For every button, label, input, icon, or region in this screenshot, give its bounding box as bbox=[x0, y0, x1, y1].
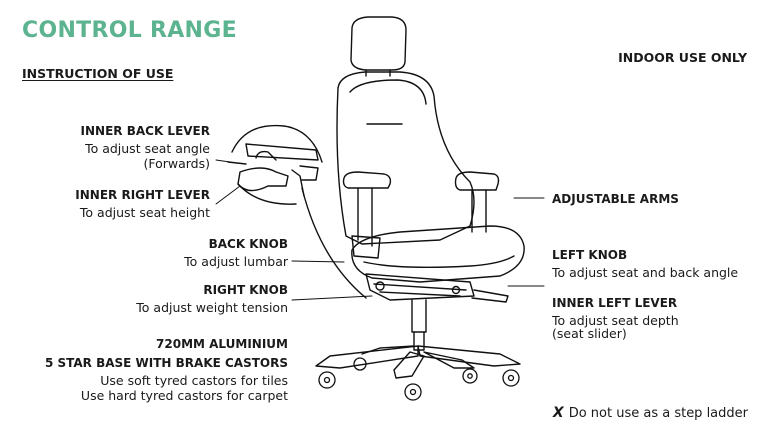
callout-desc: (seat slider) bbox=[552, 326, 627, 341]
indoor-use-notice: INDOOR USE ONLY bbox=[618, 50, 747, 65]
callout-label: INNER BACK LEVER bbox=[80, 124, 210, 138]
callout-desc: To adjust weight tension bbox=[136, 300, 288, 315]
callout-inner-back-lever: INNER BACK LEVER To adjust seat angle (F… bbox=[81, 124, 210, 171]
callout-label: ADJUSTABLE ARMS bbox=[552, 192, 679, 206]
callout-star-base: 720MM ALUMINIUM 5 STAR BASE WITH BRAKE C… bbox=[45, 337, 288, 403]
right-armrest bbox=[342, 171, 392, 259]
callout-inner-right-lever: INNER RIGHT LEVER To adjust seat height bbox=[75, 188, 210, 220]
warning-text: Do not use as a step ladder bbox=[568, 406, 748, 421]
callout-desc: (Forwards) bbox=[143, 156, 210, 171]
callout-label: 720MM ALUMINIUM bbox=[156, 337, 288, 351]
callout-back-knob: BACK KNOB To adjust lumbar bbox=[184, 237, 288, 269]
callout-left-knob: LEFT KNOB To adjust seat and back angle bbox=[552, 248, 738, 280]
callout-desc: To adjust lumbar bbox=[184, 254, 288, 269]
page-subtitle: INSTRUCTION OF USE bbox=[22, 66, 174, 81]
callout-label: INNER LEFT LEVER bbox=[552, 296, 678, 310]
callout-desc: To adjust seat height bbox=[79, 205, 210, 220]
step-ladder-warning: X Do not use as a step ladder bbox=[553, 405, 748, 421]
callout-inner-left-lever: INNER LEFT LEVER To adjust seat depth (s… bbox=[552, 296, 679, 340]
seat-mechanism bbox=[365, 273, 509, 303]
headrest bbox=[350, 16, 407, 77]
star-base bbox=[315, 345, 521, 379]
left-armrest bbox=[454, 171, 500, 233]
callout-label: INNER RIGHT LEVER bbox=[75, 188, 210, 202]
callout-right-knob: RIGHT KNOB To adjust weight tension bbox=[136, 283, 288, 315]
gas-lift bbox=[411, 299, 427, 351]
callout-desc: To adjust seat angle bbox=[85, 141, 210, 156]
callout-label: LEFT KNOB bbox=[552, 248, 628, 262]
callout-desc: Use hard tyred castors for carpet bbox=[80, 388, 288, 403]
page-title: CONTROL RANGE bbox=[22, 18, 237, 43]
castors bbox=[318, 357, 520, 401]
callout-desc: To adjust seat and back angle bbox=[552, 265, 739, 280]
callout-label: BACK KNOB bbox=[208, 237, 288, 251]
cross-icon: X bbox=[552, 405, 564, 421]
callout-adjustable-arms: ADJUSTABLE ARMS bbox=[552, 192, 679, 209]
callout-desc: Use soft tyred castors for tiles bbox=[100, 373, 288, 388]
lever-detail-inset bbox=[227, 124, 367, 299]
callout-label: RIGHT KNOB bbox=[203, 283, 288, 297]
callout-desc: To adjust seat depth bbox=[552, 313, 679, 328]
seat-cushion bbox=[351, 225, 525, 283]
backrest bbox=[336, 71, 475, 245]
callout-label: 5 STAR BASE WITH BRAKE CASTORS bbox=[44, 356, 288, 370]
leader-lines bbox=[215, 159, 545, 301]
